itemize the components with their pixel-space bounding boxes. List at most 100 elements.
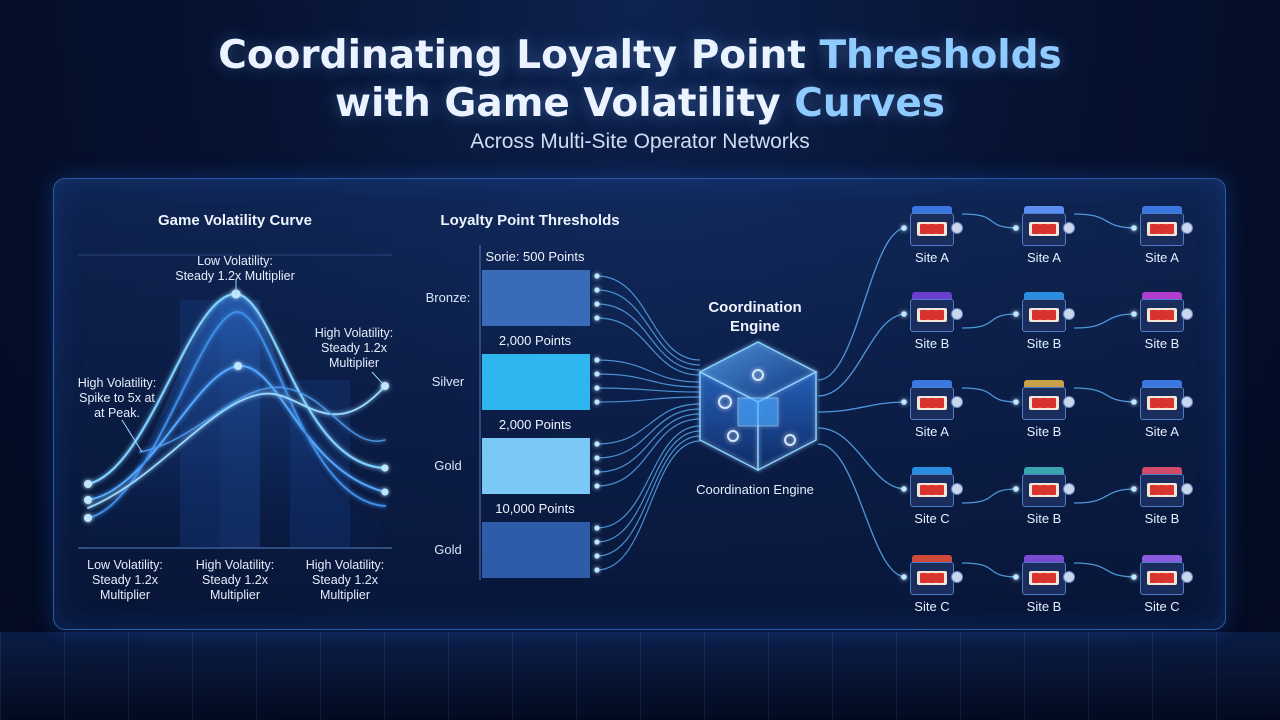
slot-machine-icon bbox=[910, 206, 963, 246]
volatility-curve-5 bbox=[139, 386, 386, 453]
site-connector-line bbox=[817, 427, 907, 490]
slot-body bbox=[1022, 474, 1066, 507]
slot-roof bbox=[1142, 555, 1182, 562]
slot-reel bbox=[920, 398, 928, 408]
tier-connector-line bbox=[596, 373, 701, 388]
slot-reel bbox=[1166, 224, 1174, 234]
slot-reel bbox=[1158, 224, 1166, 234]
slot-body bbox=[1022, 213, 1066, 246]
curve-start-marker bbox=[84, 514, 92, 522]
site-connector-line bbox=[817, 443, 907, 578]
volatility-curve-4 bbox=[87, 385, 386, 509]
slot-reel bbox=[1040, 310, 1048, 320]
engine-label: Coordination Engine bbox=[690, 298, 820, 336]
slot-reel bbox=[928, 573, 936, 583]
tier-points-silver: 2,000 Points bbox=[498, 333, 572, 348]
gear-icon bbox=[727, 430, 739, 442]
slot-lever bbox=[1063, 222, 1075, 234]
slot-lever bbox=[951, 571, 963, 583]
slot-machine-icon bbox=[910, 555, 963, 595]
connector-dot bbox=[901, 399, 907, 405]
connector-dot bbox=[1013, 574, 1019, 580]
tier-connector-line bbox=[596, 317, 701, 376]
site-connector-line bbox=[961, 387, 1019, 403]
slot-reel bbox=[1158, 573, 1166, 583]
connector-dot bbox=[901, 486, 907, 492]
slot-roof bbox=[1142, 292, 1182, 299]
slot-roof bbox=[1142, 206, 1182, 213]
curve-end-marker bbox=[381, 488, 389, 496]
slot-screen bbox=[1147, 396, 1177, 410]
slot-roof bbox=[912, 206, 952, 213]
slot-body bbox=[1140, 387, 1184, 420]
site-label: Site B bbox=[1026, 424, 1062, 439]
tier-name-gold-top: Gold bbox=[434, 542, 462, 557]
tier-connector-line bbox=[596, 275, 701, 361]
slot-machine-icon bbox=[1140, 292, 1193, 332]
site-label: Site C bbox=[1144, 599, 1180, 614]
tier-connector-line bbox=[596, 408, 701, 459]
gear-icon bbox=[718, 395, 732, 409]
slot-lever bbox=[1181, 396, 1193, 408]
connector-dot bbox=[594, 469, 600, 475]
annotation-pointer bbox=[121, 419, 143, 453]
slot-roof bbox=[1024, 292, 1064, 299]
engine-caption: Coordination Engine bbox=[696, 482, 814, 497]
slot-screen bbox=[1147, 222, 1177, 236]
slot-reel bbox=[920, 224, 928, 234]
bottom-label-1: Low Volatility: Steady 1.2x Multiplier bbox=[70, 558, 180, 603]
site-label: Site A bbox=[915, 424, 949, 439]
slot-reel bbox=[1158, 398, 1166, 408]
curve-start-marker bbox=[84, 496, 92, 504]
slot-reel bbox=[1040, 485, 1048, 495]
site-label: Site A bbox=[915, 250, 949, 265]
slot-reel bbox=[1150, 485, 1158, 495]
slot-machine-icon bbox=[1022, 555, 1075, 595]
bottom-label-line: High Volatility: bbox=[195, 558, 275, 572]
tier-name-silver: Silver bbox=[431, 374, 465, 389]
slot-reel bbox=[1040, 398, 1048, 408]
site-connector-line bbox=[961, 213, 1019, 229]
site-label: Site B bbox=[914, 336, 950, 351]
slot-lever bbox=[1181, 308, 1193, 320]
slot-roof bbox=[1024, 206, 1064, 213]
slot-roof bbox=[1024, 380, 1064, 387]
connector-dot bbox=[1013, 311, 1019, 317]
connector-dot bbox=[901, 574, 907, 580]
tier-points-bronze: Sorie: 500 Points bbox=[485, 249, 585, 264]
slot-reel bbox=[1048, 485, 1056, 495]
site-connector-line bbox=[817, 313, 907, 397]
slot-machine-icon bbox=[1140, 206, 1193, 246]
slot-reel bbox=[1166, 398, 1174, 408]
slot-reel bbox=[1150, 398, 1158, 408]
bottom-label-line: Steady 1.2x bbox=[201, 573, 268, 587]
slot-roof bbox=[912, 380, 952, 387]
tier-connector-line bbox=[596, 440, 701, 571]
bottom-label-line: Low Volatility: bbox=[87, 558, 163, 572]
annotation-line: Low Volatility: bbox=[197, 254, 273, 268]
connector-dot bbox=[594, 567, 600, 573]
tier-to-engine-connectors bbox=[596, 275, 701, 571]
connector-dot bbox=[594, 525, 600, 531]
bottom-label-line: Steady 1.2x bbox=[311, 573, 378, 587]
slot-machine-icon bbox=[1140, 467, 1193, 507]
slot-screen bbox=[1029, 396, 1059, 410]
slot-machine-icon bbox=[1022, 292, 1075, 332]
site-label: Site C bbox=[914, 599, 950, 614]
connector-dot bbox=[901, 311, 907, 317]
volatility-curve-3 bbox=[87, 310, 386, 519]
connector-dot bbox=[594, 315, 600, 321]
slot-screen bbox=[1147, 571, 1177, 585]
curve-area-fill bbox=[88, 293, 380, 548]
slot-lever bbox=[1063, 571, 1075, 583]
slot-reel bbox=[920, 485, 928, 495]
slot-body bbox=[1022, 387, 1066, 420]
slot-reel bbox=[1150, 573, 1158, 583]
connector-dot bbox=[594, 441, 600, 447]
slot-body bbox=[910, 474, 954, 507]
slot-screen bbox=[1147, 308, 1177, 322]
connector-dot bbox=[594, 483, 600, 489]
slot-screen bbox=[1029, 483, 1059, 497]
curve-marker bbox=[234, 362, 242, 370]
